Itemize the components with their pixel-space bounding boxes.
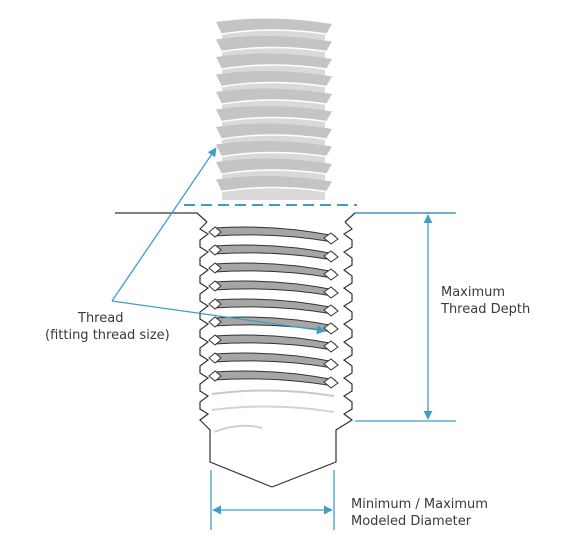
diameter-label-line1: Minimum / Maximum xyxy=(351,497,488,512)
bolt-thread-crest xyxy=(216,158,332,174)
diameter-label-line2: Modeled Diameter xyxy=(351,514,472,529)
faded-thread-2 xyxy=(211,405,335,413)
thread-label-line1: Thread xyxy=(78,311,124,326)
hole-thread-band xyxy=(213,244,336,261)
hole-thread-right-tip xyxy=(323,304,339,317)
hole-thread-left-tip xyxy=(208,244,222,256)
faded-thread-3 xyxy=(213,424,263,433)
hole-thread-band xyxy=(213,226,336,243)
hole-thread-right-tip xyxy=(323,268,339,281)
diameter-label: Minimum / Maximum Modeled Diameter xyxy=(351,496,488,530)
hole-thread-band xyxy=(213,352,336,369)
bolt-thread-crest xyxy=(216,105,332,122)
bolt-thread-highlight xyxy=(221,64,327,70)
hole-thread-band xyxy=(213,280,336,297)
bolt-thread-highlight xyxy=(221,151,327,158)
hole-thread-right-tip xyxy=(323,358,339,371)
hole-thread-left-tip xyxy=(208,370,222,382)
hole-thread-left-tip xyxy=(208,352,222,364)
hole-thread-right-tip xyxy=(323,286,339,299)
hole-thread-right-tip xyxy=(323,250,339,263)
hole-right-wall xyxy=(271,221,354,488)
hole-thread-band xyxy=(213,370,336,387)
surface-left xyxy=(115,212,208,223)
hole-thread-right-tip xyxy=(323,340,339,353)
bolt-thread-crest xyxy=(216,123,332,139)
bolt-thread-crest xyxy=(216,140,332,157)
hole-thread-left-tip xyxy=(208,262,222,274)
hole-thread-left-tip xyxy=(208,334,222,346)
hole-thread-right-tip xyxy=(323,232,339,245)
diameter-dimension xyxy=(210,470,335,530)
bolt-thread-highlight xyxy=(221,99,327,105)
hole-thread-band xyxy=(213,262,336,279)
max-depth-label: Maximum Thread Depth xyxy=(441,284,530,318)
hole-thread-band xyxy=(213,298,336,315)
faded-thread-1 xyxy=(211,389,335,397)
bolt-thread-crest xyxy=(216,53,332,69)
leader-to-hole-thread xyxy=(111,300,326,335)
bolt-thread-crest xyxy=(216,18,332,34)
hole-thread-right-tip xyxy=(323,376,339,389)
bolt-thread-crest xyxy=(216,175,332,192)
hole-thread-band xyxy=(213,334,336,351)
bolt-thread-highlight xyxy=(221,46,327,53)
max-depth-label-line2: Thread Depth xyxy=(441,302,531,317)
bolt-thread-highlight xyxy=(221,29,327,35)
hole-thread-left-tip xyxy=(208,280,222,292)
bolt-thread-highlight xyxy=(221,134,327,140)
leader-to-bolt-thread xyxy=(111,147,217,302)
hole-thread-left-tip xyxy=(208,316,222,328)
bolt-thread-highlight xyxy=(221,81,327,88)
bolt-thread-highlight xyxy=(221,116,327,123)
bolt-thread-crest xyxy=(216,88,332,104)
depth-dimension xyxy=(355,212,456,422)
bolt-thread-crest xyxy=(216,70,332,87)
thread-leader xyxy=(111,147,326,335)
hole-left-wall xyxy=(199,221,273,488)
thread-label: Thread (fitting thread size) xyxy=(45,310,170,344)
bolt-thread-highlight xyxy=(221,169,327,175)
hole-thread-right-tip xyxy=(323,322,339,335)
surface-right xyxy=(344,212,455,223)
hole-thread-left-tip xyxy=(208,226,222,238)
threaded-hole xyxy=(115,212,455,488)
bolt xyxy=(216,18,332,200)
bolt-thread-highlight xyxy=(221,186,327,193)
hole-thread-left-tip xyxy=(208,298,222,310)
bolt-thread-crest xyxy=(216,35,332,52)
thread-label-line2: (fitting thread size) xyxy=(45,328,170,343)
max-depth-label-line1: Maximum xyxy=(441,285,506,300)
